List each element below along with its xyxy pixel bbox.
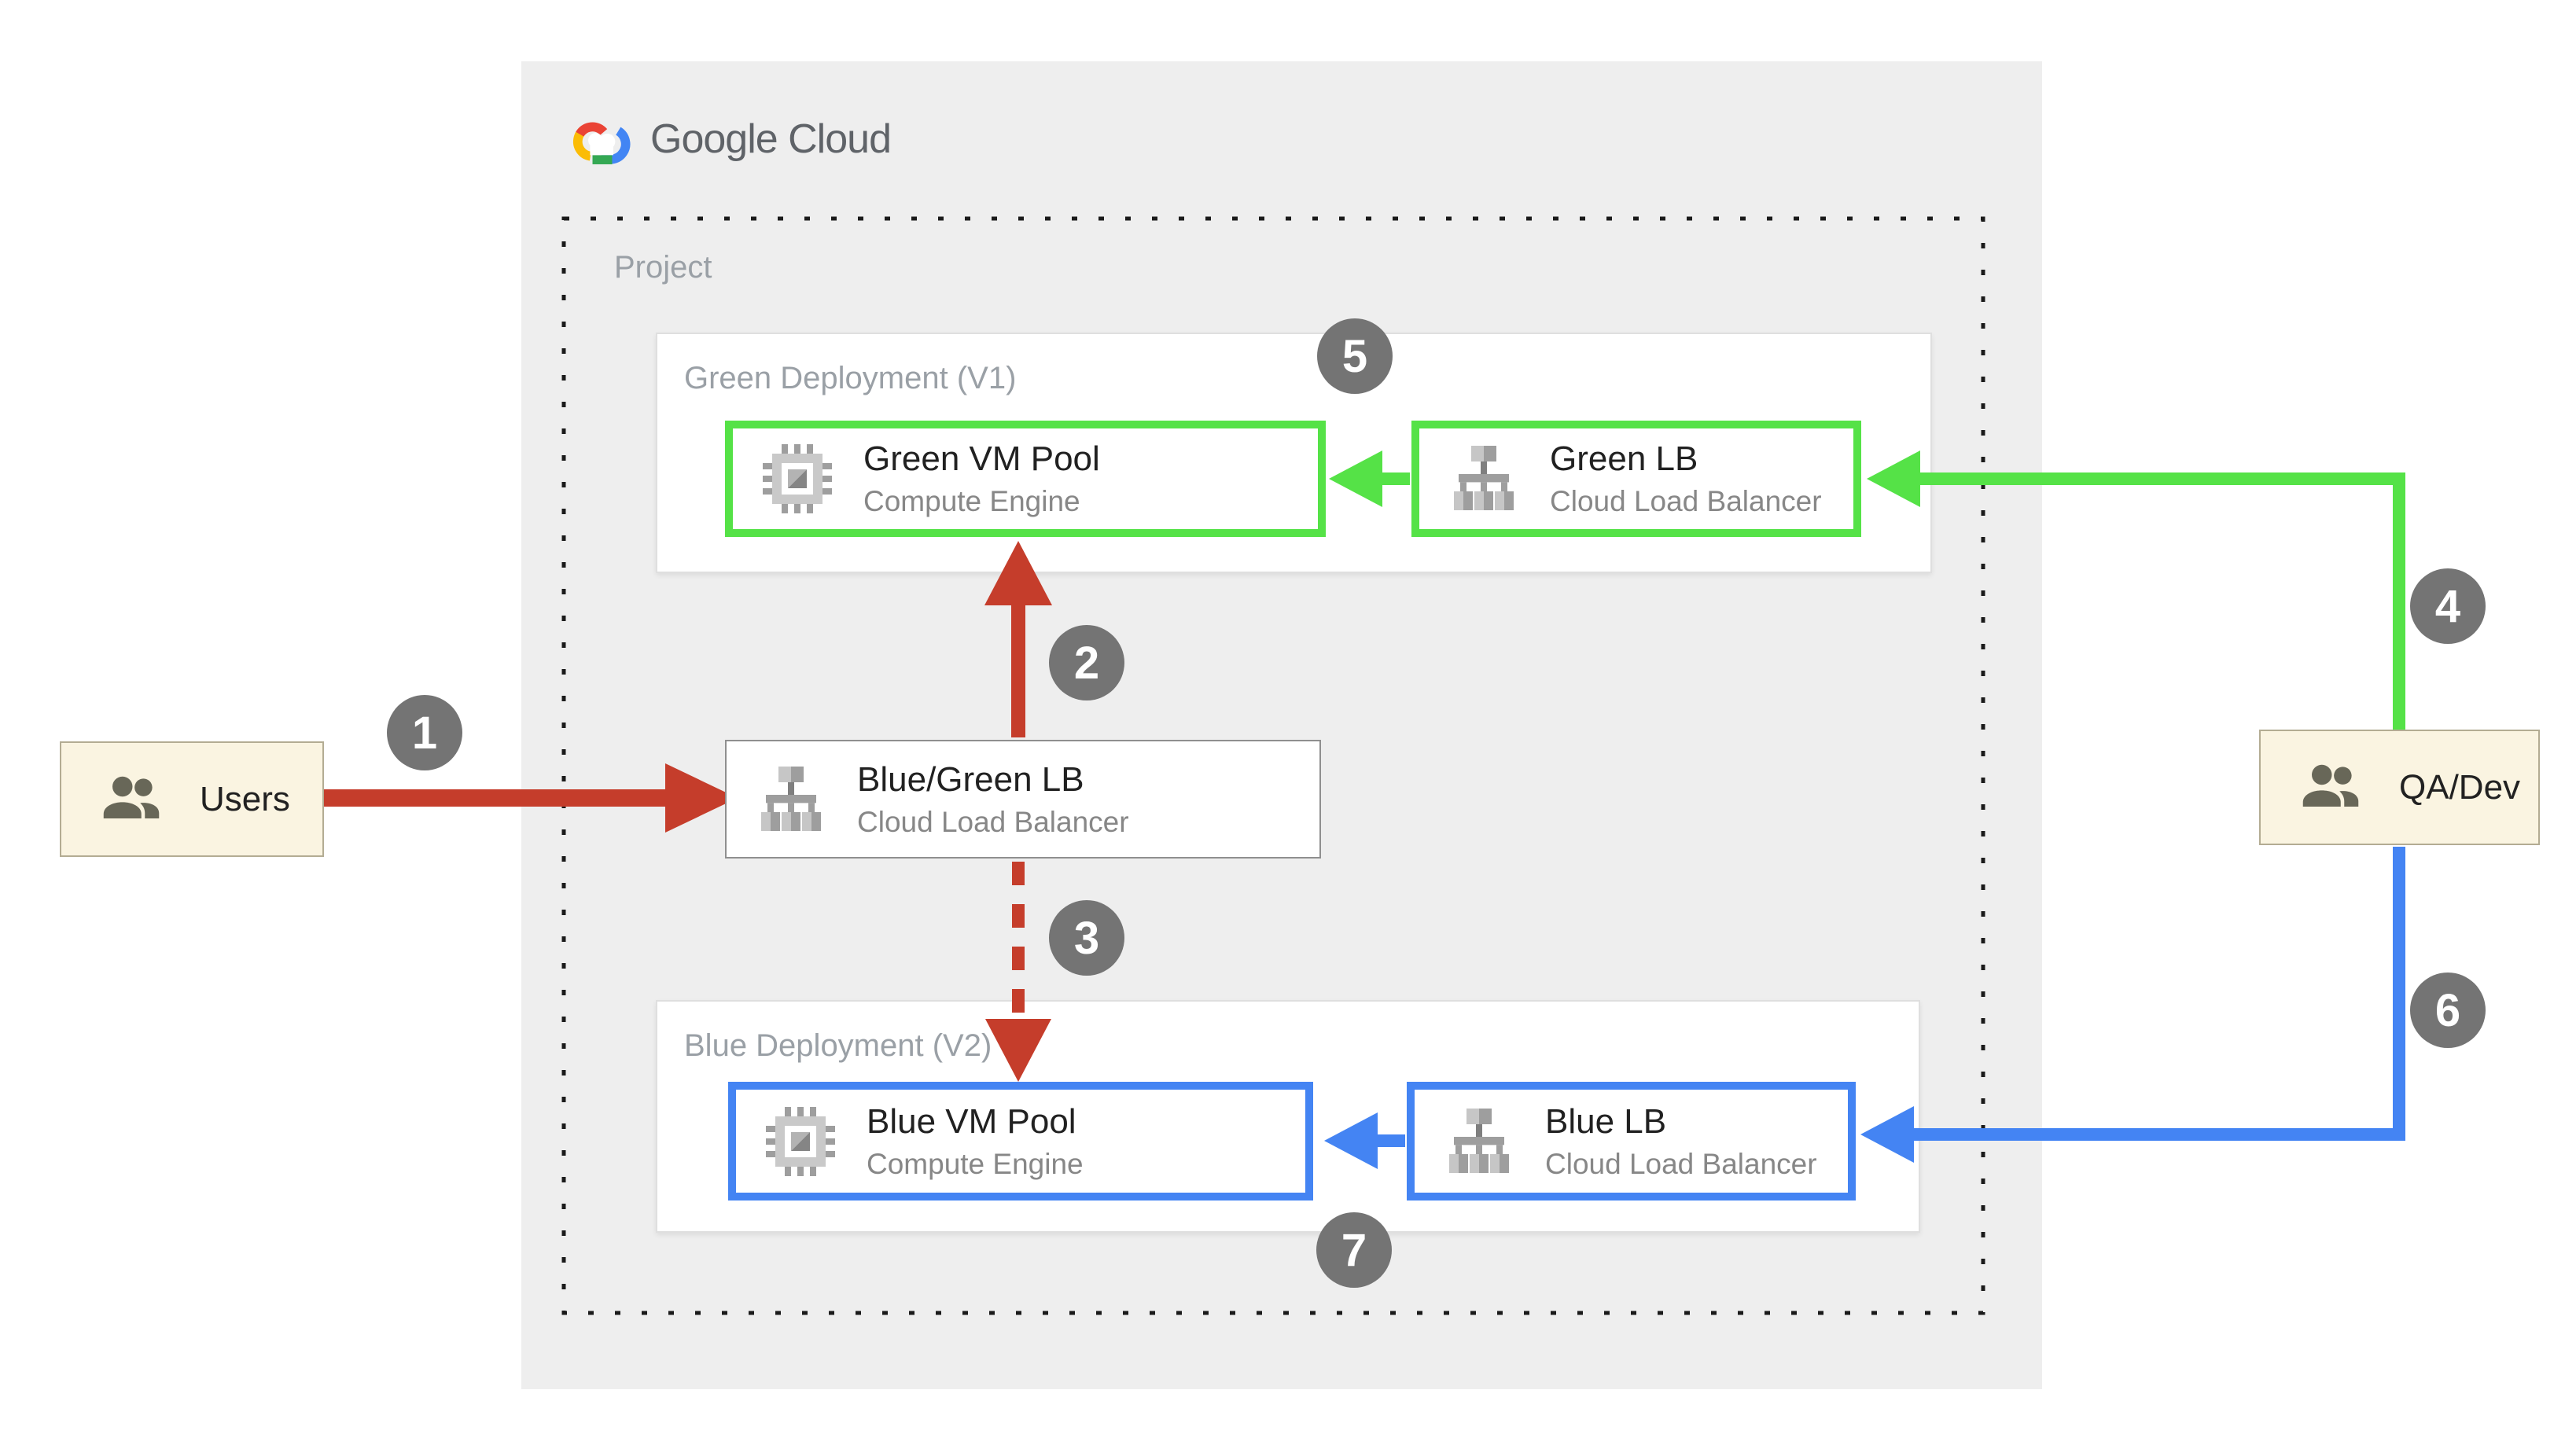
step-badge-6: 6 (2410, 973, 2486, 1048)
blue-lb-text: Blue LB Cloud Load Balancer (1545, 1102, 1817, 1181)
green-vm-pool-text: Green VM Pool Compute Engine (863, 439, 1100, 518)
users-icon (2295, 752, 2366, 823)
node-subtitle: Cloud Load Balancer (857, 805, 1129, 838)
compute-engine-icon (760, 441, 835, 517)
step-badge-1: 1 (387, 695, 462, 770)
compute-engine-icon (763, 1104, 838, 1179)
green-deployment-label: Green Deployment (V1) (684, 361, 1017, 395)
google-cloud-logo: Google Cloud (572, 110, 892, 168)
project-label: Project (614, 250, 712, 285)
green-vm-pool-node: Green VM Pool Compute Engine (725, 421, 1326, 537)
qadev-label: QA/Dev (2399, 767, 2521, 807)
users-actor-box: Users (60, 741, 324, 857)
step-badge-7: 7 (1316, 1212, 1392, 1288)
google-cloud-icon (572, 113, 633, 165)
node-title: Green VM Pool (863, 439, 1100, 478)
users-label: Users (200, 779, 290, 818)
step-badge-2: 2 (1049, 625, 1124, 700)
blue-green-lb-node: Blue/Green LB Cloud Load Balancer (725, 740, 1321, 859)
users-icon (96, 764, 167, 835)
node-title: Green LB (1550, 439, 1698, 478)
green-lb-node: Green LB Cloud Load Balancer (1411, 421, 1861, 537)
node-title: Blue/Green LB (857, 759, 1084, 799)
node-title: Blue VM Pool (867, 1101, 1076, 1141)
node-subtitle: Cloud Load Balancer (1550, 485, 1822, 517)
load-balancer-icon (753, 762, 829, 837)
step-badge-5: 5 (1317, 318, 1393, 394)
step-badge-3: 3 (1049, 900, 1124, 976)
load-balancer-icon (1441, 1104, 1517, 1179)
blue-vm-pool-node: Blue VM Pool Compute Engine (728, 1082, 1313, 1201)
blue-vm-pool-text: Blue VM Pool Compute Engine (867, 1102, 1084, 1181)
qadev-actor-box: QA/Dev (2259, 730, 2540, 845)
node-subtitle: Compute Engine (867, 1147, 1084, 1180)
load-balancer-icon (1446, 441, 1522, 517)
node-subtitle: Cloud Load Balancer (1545, 1147, 1817, 1180)
node-title: Blue LB (1545, 1101, 1667, 1141)
google-cloud-logo-text: Google Cloud (650, 116, 892, 162)
green-lb-text: Green LB Cloud Load Balancer (1550, 439, 1822, 518)
node-subtitle: Compute Engine (863, 485, 1080, 517)
step-badge-4: 4 (2410, 568, 2486, 644)
blue-deployment-label: Blue Deployment (V2) (684, 1028, 992, 1063)
blue-lb-node: Blue LB Cloud Load Balancer (1407, 1082, 1856, 1201)
blue-green-lb-text: Blue/Green LB Cloud Load Balancer (857, 760, 1129, 839)
